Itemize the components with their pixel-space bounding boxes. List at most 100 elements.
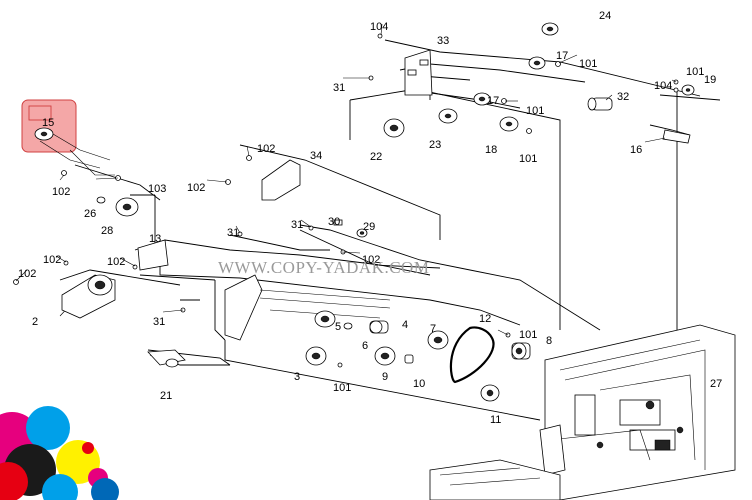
callout-c8: 8: [546, 335, 552, 347]
callout-c102e: 102: [107, 256, 125, 268]
color-logo: [0, 406, 119, 500]
part-18: [499, 116, 519, 132]
part-6: [343, 322, 353, 330]
callout-c102c: 102: [187, 182, 205, 194]
part-10: [404, 354, 414, 364]
watermark-text: WWW.COPY-YADAK.COM: [218, 258, 429, 277]
callout-c29: 29: [363, 221, 375, 233]
part-15: [34, 127, 115, 176]
callout-c22: 22: [370, 151, 382, 163]
callout-c101e: 101: [519, 329, 537, 341]
part-29: [356, 228, 368, 238]
callout-c13: 13: [149, 233, 161, 245]
callout-c17a: 17: [556, 50, 568, 62]
center-frame: [224, 274, 391, 341]
part-23: [438, 108, 458, 124]
callout-c18: 18: [485, 144, 497, 156]
callout-c30: 30: [328, 216, 340, 228]
callout-c102d: 102: [43, 254, 61, 266]
callout-c28: 28: [101, 225, 113, 237]
part-4: [369, 320, 389, 334]
callout-c21: 21: [160, 390, 172, 402]
callout-c6: 6: [362, 340, 368, 352]
callout-c101c: 101: [526, 105, 544, 117]
part-21: [147, 349, 186, 368]
part-11: [480, 384, 500, 402]
part-33-bracket: [404, 49, 433, 96]
callout-c31b: 31: [291, 219, 303, 231]
callout-c33: 33: [437, 35, 449, 47]
callout-c104b: 104: [654, 80, 672, 92]
part-7: [427, 330, 449, 350]
screw-104-far: [673, 87, 679, 93]
callout-c103: 103: [148, 183, 166, 195]
callout-c104a: 104: [370, 21, 388, 33]
screw-102-g: [13, 279, 19, 285]
part-17-lower: [473, 92, 491, 106]
callout-c102g: 102: [18, 268, 36, 280]
callout-c26: 26: [84, 208, 96, 220]
callout-c24: 24: [599, 10, 611, 22]
callout-c102b: 102: [52, 186, 70, 198]
part-30: [333, 219, 343, 226]
screw-31-c: [237, 231, 243, 237]
part-19: [681, 84, 695, 96]
callout-c34: 34: [310, 150, 322, 162]
part-9: [374, 346, 396, 366]
screw-102-e: [132, 264, 138, 270]
callout-c23: 23: [429, 139, 441, 151]
part-26: [96, 196, 106, 204]
part-5: [314, 310, 336, 328]
callout-c3: 3: [294, 371, 300, 383]
callout-c31d: 31: [153, 316, 165, 328]
callout-c101f: 101: [333, 382, 351, 394]
callout-c17b: 17: [487, 95, 499, 107]
part-16: [662, 129, 691, 144]
part-12-belt: [449, 326, 495, 384]
callout-c101a: 101: [579, 58, 597, 70]
screw-104-top: [377, 33, 383, 39]
part-28: [115, 197, 139, 217]
callout-c31c: 31: [227, 227, 239, 239]
part-24: [541, 22, 559, 36]
part-13: [137, 239, 169, 271]
callout-c7: 7: [430, 323, 436, 335]
screw-101-f: [337, 362, 343, 368]
screw-102-d: [63, 260, 69, 266]
callout-c11: 11: [490, 414, 501, 426]
screw-101-top: [555, 61, 561, 67]
callout-c102f: 102: [362, 254, 380, 266]
machine-frame: [429, 324, 736, 500]
callout-c101d: 101: [519, 153, 537, 165]
parts: [13, 22, 736, 500]
part-15-label-box: [28, 105, 52, 121]
callout-c101b: 101: [686, 66, 704, 78]
callout-c9: 9: [382, 371, 388, 383]
callout-c102a: 102: [257, 143, 275, 155]
part-34: [261, 159, 301, 201]
callout-c15: 15: [42, 117, 54, 129]
screw-102-a: [246, 155, 252, 161]
part-15-highlight: [21, 99, 77, 153]
callout-c19: 19: [704, 74, 716, 86]
callout-c12: 12: [479, 313, 491, 325]
part-17-upper: [528, 56, 546, 70]
callout-c27: 27: [710, 378, 722, 390]
part-8: [511, 342, 531, 360]
screw-102-b: [61, 170, 67, 176]
callout-c5: 5: [335, 321, 341, 333]
callout-c2: 2: [32, 316, 38, 328]
screw-101-right: [526, 128, 532, 134]
callout-c4: 4: [402, 319, 408, 331]
callout-c32: 32: [617, 91, 629, 103]
part-32: [587, 97, 613, 111]
screw-31-b: [308, 225, 314, 231]
leader-lines: [15, 23, 677, 336]
callout-c31a: 31: [333, 82, 345, 94]
part-2-motor: [61, 274, 116, 319]
part-22: [383, 118, 405, 138]
callout-c10: 10: [413, 378, 425, 390]
